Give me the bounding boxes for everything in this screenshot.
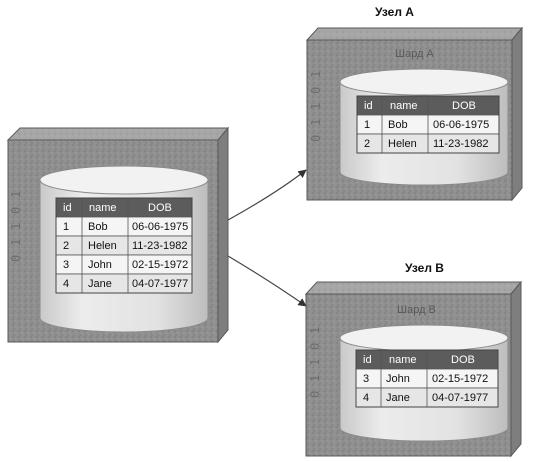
server-top-face (304, 281, 523, 295)
svg-text:Jane: Jane (386, 392, 410, 404)
svg-text:1: 1 (364, 119, 370, 131)
column-header-name: name (89, 202, 117, 214)
svg-text:04-07-1977: 04-07-1977 (432, 392, 488, 404)
shard-b-label: Шард B (397, 304, 436, 316)
svg-text:04-07-1977: 04-07-1977 (132, 278, 188, 290)
svg-text:4: 4 (363, 392, 369, 404)
column-header-id: id (363, 354, 372, 366)
svg-text:John: John (88, 259, 112, 271)
svg-text:06-06-1975: 06-06-1975 (132, 221, 188, 233)
source-server: 01101 id name DOB 1 Bob 06-06-1975 2 Hel… (6, 126, 230, 344)
server-side-face (511, 26, 523, 202)
svg-text:1: 1 (63, 221, 69, 233)
svg-text:3: 3 (63, 259, 69, 271)
server-bits: 01101 (308, 327, 322, 398)
svg-text:4: 4 (63, 278, 69, 290)
column-header-dob: DOB (452, 100, 476, 112)
table-row: 1 Bob 06-06-1975 (55, 216, 193, 237)
svg-text:02-15-1972: 02-15-1972 (432, 373, 488, 385)
server-bits: 01101 (9, 191, 23, 262)
column-header-id: id (63, 202, 72, 214)
column-header-name: name (390, 100, 418, 112)
svg-text:Bob: Bob (388, 119, 408, 131)
arrow-to-node-b (227, 255, 307, 307)
source-table: id name DOB 1 Bob 06-06-1975 2 Helen 11-… (55, 197, 193, 294)
table-row: 3 John 02-15-1972 (55, 254, 193, 275)
server-side-face (217, 126, 229, 344)
node-b-server: 01101 Шард B id name DOB 3 John 02-15-19… (304, 280, 523, 458)
column-header-dob: DOB (148, 202, 172, 214)
svg-text:2: 2 (63, 240, 69, 252)
table-row: 4 Jane 04-07-1977 (55, 273, 193, 294)
column-header-dob: DOB (451, 354, 475, 366)
arrow-to-node-a (227, 169, 307, 221)
server-top-face (6, 127, 230, 141)
svg-text:11-23-1982: 11-23-1982 (132, 240, 187, 252)
server-bits: 01101 (309, 71, 323, 142)
svg-text:Helen: Helen (388, 138, 417, 150)
svg-text:Bob: Bob (88, 221, 108, 233)
shard-a-label: Шард A (395, 48, 435, 60)
server-side-face (510, 280, 522, 458)
node-b-label: Узел B (405, 261, 444, 275)
svg-text:11-23-1982: 11-23-1982 (433, 138, 488, 150)
svg-text:Helen: Helen (88, 240, 117, 252)
server-top-face (305, 27, 524, 41)
table-row: 2 Helen 11-23-1982 (55, 235, 193, 256)
node-a-label: Узел A (375, 5, 414, 19)
svg-text:John: John (386, 373, 410, 385)
column-header-id: id (364, 100, 373, 112)
svg-text:2: 2 (364, 138, 370, 150)
shard-a-table: id name DOB 1 Bob 06-06-1975 2 Helen 11-… (356, 95, 500, 154)
shard-b-table: id name DOB 3 John 02-15-1972 4 Jane 04-… (355, 349, 499, 408)
column-header-name: name (389, 354, 417, 366)
node-a-server: 01101 Шард A id name DOB 1 Bob 06-06-197… (305, 26, 524, 202)
svg-text:02-15-1972: 02-15-1972 (132, 259, 188, 271)
svg-text:Jane: Jane (88, 278, 112, 290)
svg-text:06-06-1975: 06-06-1975 (433, 119, 489, 131)
svg-text:3: 3 (363, 373, 369, 385)
